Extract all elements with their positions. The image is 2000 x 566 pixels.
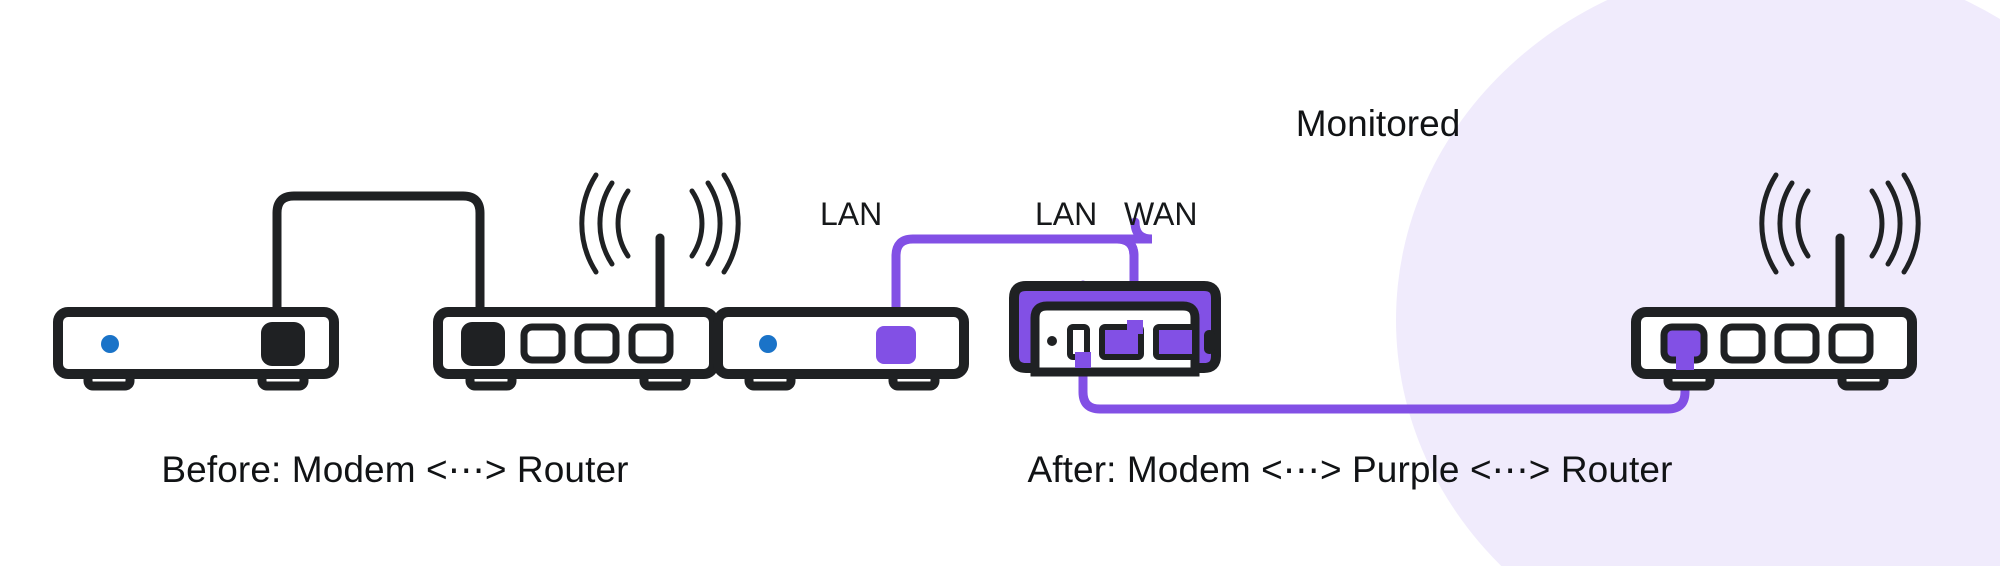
caption-after: After: Modem <⋯> Purple <⋯> Router	[1027, 449, 1673, 490]
caption-before: Before: Modem <⋯> Router	[161, 449, 629, 490]
router-after-port-4	[1828, 323, 1874, 364]
purple-device-side-pill	[1204, 330, 1215, 354]
router-before-port-1-plug	[461, 322, 505, 366]
monitored-highlight-ellipse	[1396, 0, 2000, 566]
router-before-port-4	[628, 323, 674, 364]
device-router-after	[1631, 172, 1921, 391]
cable-modem-lan-riser	[891, 234, 1139, 345]
purple-device-lan-plug-nub	[1075, 352, 1091, 368]
port-label-lan-modem: LAN	[820, 196, 883, 232]
device-purple-appliance	[1009, 281, 1221, 377]
modem-after-led	[759, 335, 777, 353]
port-label-lan-purple: LAN	[1035, 196, 1098, 232]
router-after-port-3	[1774, 323, 1820, 364]
modem-before-port-plug	[261, 322, 305, 366]
modem-after-port-lan-plug	[876, 326, 916, 364]
device-modem-before	[53, 307, 339, 391]
port-label-wan-purple: WAN	[1124, 196, 1198, 232]
router-after-port-1-plug-nub	[1676, 352, 1694, 370]
router-after-port-2	[1720, 323, 1766, 364]
router-before-port-2	[520, 323, 566, 364]
purple-device-port-lan	[1099, 324, 1144, 360]
cable-modem-router-before	[272, 191, 485, 343]
router-after-wifi-waves	[1759, 172, 1921, 275]
monitored-label: Monitored	[1295, 103, 1461, 144]
purple-device-port-wan	[1153, 324, 1198, 360]
purple-device-wan-plug-nub	[1127, 320, 1143, 334]
router-before-port-3	[574, 323, 620, 364]
modem-before-led	[101, 335, 119, 353]
device-modem-after	[713, 307, 969, 391]
modem-after-body	[713, 307, 969, 379]
cable-purple-lan-to-router	[1078, 280, 1690, 414]
purple-device-status-dot	[1047, 336, 1057, 346]
router-before-wifi-waves	[579, 172, 741, 275]
